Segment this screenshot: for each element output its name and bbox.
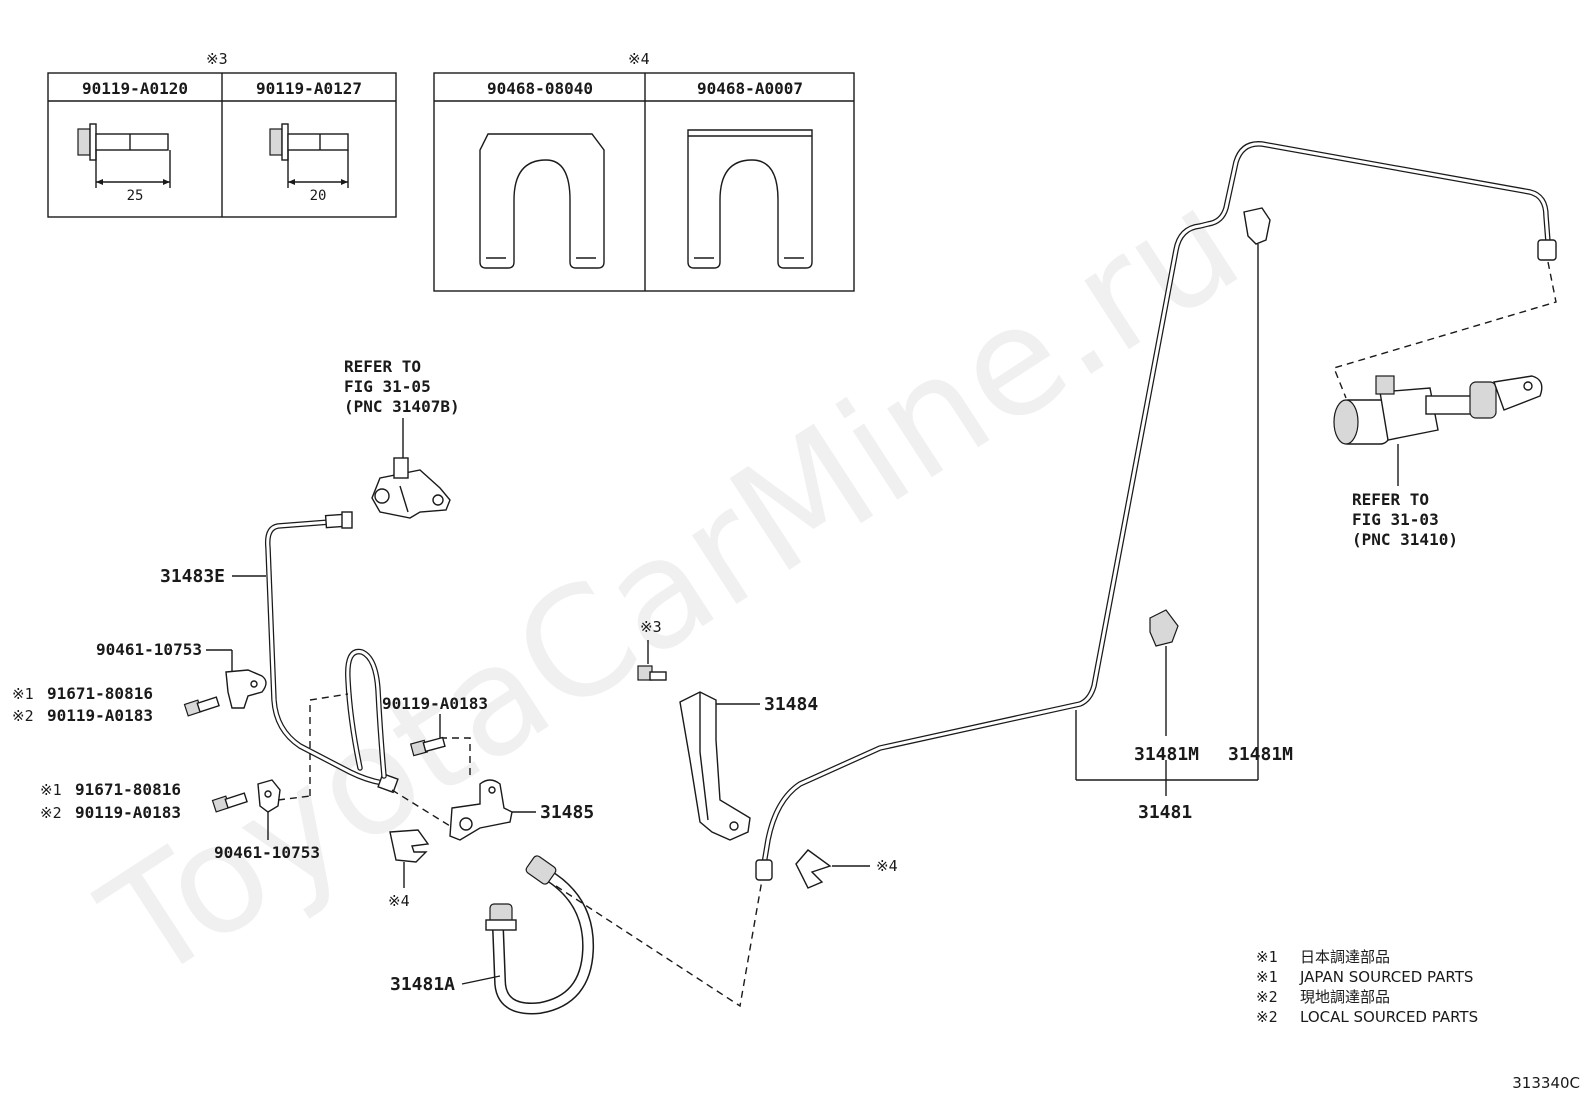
legend: ※1 日本調達部品 ※1 JAPAN SOURCED PARTS ※2 現地調達…: [1256, 948, 1478, 1026]
refer-right-line2[interactable]: FIG 31-03: [1352, 510, 1439, 529]
diagram-code: 313340C: [1512, 1074, 1580, 1092]
tube-clip-icon: [1243, 207, 1271, 245]
label-31481m-right[interactable]: 31481M: [1228, 744, 1293, 765]
bolt-table: ※3 90119-A0120 90119-A0127 25 20: [47, 50, 397, 218]
label-bolt-mid-mark: ※3: [640, 618, 662, 636]
clip-table-note: ※4: [628, 50, 650, 68]
bolt-icon: [269, 123, 349, 161]
label-clip-right-mark: ※4: [876, 857, 898, 875]
bolt-icon: [77, 123, 169, 161]
bolt-part-number-1[interactable]: 90119-A0120: [82, 79, 188, 98]
master-cylinder-icon: [1333, 375, 1543, 445]
label-bolt-top-j-mark: ※1: [12, 685, 34, 703]
legend-text-3: 現地調達部品: [1300, 988, 1390, 1006]
bolt-icon: [211, 792, 248, 813]
bolt-length-2: 20: [310, 188, 327, 204]
clamp-icon: [225, 669, 267, 709]
bolt-icon: [637, 665, 667, 681]
refer-block-right: REFER TO FIG 31-03 (PNC 31410): [1352, 490, 1458, 549]
clip-part-number-1[interactable]: 90468-08040: [487, 79, 593, 98]
clip-table: ※4 90468-08040 90468-A0007: [433, 50, 855, 292]
label-bolt-low-l-mark: ※2: [40, 804, 62, 822]
label-clamp-top[interactable]: 90461-10753: [96, 640, 202, 659]
watermark: ToyotaCarMine.ru: [74, 156, 1269, 1016]
label-bolt-top-l-mark: ※2: [12, 707, 34, 725]
refer-upper-line2[interactable]: FIG 31-05: [344, 377, 431, 396]
bolt-part-number-2[interactable]: 90119-A0127: [256, 79, 362, 98]
clip-icon: [687, 129, 813, 269]
label-bolt-top-l[interactable]: 90119-A0183: [47, 706, 153, 725]
bolt-icon: [409, 736, 446, 757]
refer-right-line1: REFER TO: [1352, 490, 1429, 509]
label-bolt-top-j[interactable]: 91671-80816: [47, 684, 153, 703]
hose-31481a-icon: [485, 855, 595, 1015]
label-bolt-low-j-mark: ※1: [40, 781, 62, 799]
label-31481[interactable]: 31481: [1138, 802, 1192, 823]
tube-31481m-icon: [755, 141, 1557, 881]
label-31483e[interactable]: 31483E: [160, 566, 225, 587]
label-bolt-center[interactable]: 90119-A0183: [382, 694, 488, 713]
tube-clip-icon: [1149, 609, 1179, 647]
legend-mark-4: ※2: [1256, 1008, 1278, 1026]
label-31481m-left[interactable]: 31481M: [1134, 744, 1199, 765]
bolt-icon: [183, 696, 220, 717]
refer-upper-line3[interactable]: (PNC 31407B): [344, 397, 460, 416]
clip-part-number-2[interactable]: 90468-A0007: [697, 79, 803, 98]
label-31484[interactable]: 31484: [764, 694, 818, 715]
label-clip-left-mark: ※4: [388, 892, 410, 910]
refer-block-upper: REFER TO FIG 31-05 (PNC 31407B): [344, 357, 460, 458]
refer-right-line3[interactable]: (PNC 31410): [1352, 530, 1458, 549]
label-31481a[interactable]: 31481A: [390, 974, 455, 995]
legend-text-2: JAPAN SOURCED PARTS: [1299, 968, 1473, 986]
bolt-length-1: 25: [127, 188, 144, 204]
union-fitting-icon: [371, 457, 451, 519]
legend-text-1: 日本調達部品: [1300, 948, 1390, 966]
clip-icon: [479, 133, 605, 269]
bracket-31484-icon: [679, 691, 751, 841]
legend-mark-2: ※1: [1256, 968, 1278, 986]
refer-upper-line1: REFER TO: [344, 357, 421, 376]
label-31485[interactable]: 31485: [540, 802, 594, 823]
bolt-table-note: ※3: [206, 50, 228, 68]
clip-right-icon: [795, 849, 832, 889]
legend-text-4: LOCAL SOURCED PARTS: [1300, 1008, 1478, 1026]
label-bolt-low-j[interactable]: 91671-80816: [75, 780, 181, 799]
clip-left-icon: [389, 829, 430, 863]
legend-mark-3: ※2: [1256, 988, 1278, 1006]
label-bolt-low-l[interactable]: 90119-A0183: [75, 803, 181, 822]
legend-mark-1: ※1: [1256, 948, 1278, 966]
label-clamp-low[interactable]: 90461-10753: [214, 843, 320, 862]
